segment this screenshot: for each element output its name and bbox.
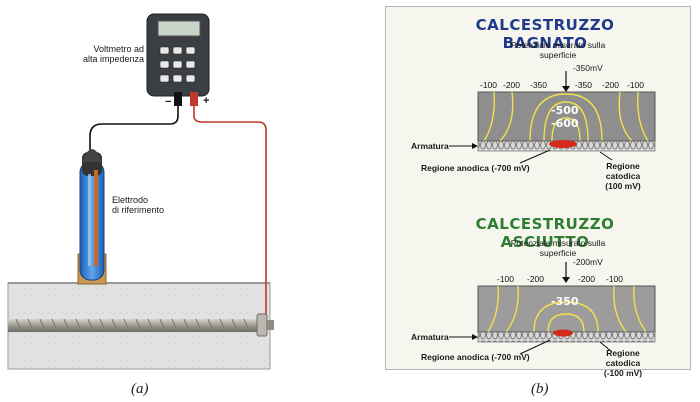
- wires: [89, 104, 267, 314]
- wet-anodic-label: Regione anodica (-700 mV): [421, 163, 530, 173]
- minus-sign: −: [165, 96, 172, 108]
- wet-inner-value-2: -600: [551, 117, 579, 130]
- wet-concrete-block: [449, 71, 656, 164]
- wet-tick-2: -200: [503, 80, 521, 90]
- wet-surface-value: -350mV: [573, 63, 603, 73]
- rebar-bar: [8, 313, 274, 337]
- wet-surface-label: Potenziale misurato sulla superficie: [510, 40, 606, 60]
- dry-tick-4: -100: [606, 274, 624, 284]
- wet-tick-6: -100: [627, 80, 645, 90]
- caption-a: (a): [131, 381, 149, 397]
- dry-title: CALCESTRUZZO ASCIUTTO: [475, 215, 615, 251]
- wet-cathodic-label: Regione catodica (100 mV): [605, 161, 641, 191]
- dry-cathodic-label: Regione catodica (-100 mV): [603, 348, 643, 378]
- wet-tick-5: -200: [602, 80, 620, 90]
- wet-tick-3: -350: [530, 80, 548, 90]
- dry-tick-3: -200: [578, 274, 596, 284]
- voltmeter-label: Voltmetro ad alta impedenza: [82, 44, 144, 64]
- dry-concrete-block: [449, 262, 656, 355]
- dry-rebar-label: Armatura: [411, 332, 449, 342]
- dry-surface-label: Potenziale misurato sulla superficie: [510, 238, 606, 258]
- dry-inner-value-1: -350: [551, 295, 579, 308]
- electrode-label: Elettrodo di riferimento: [112, 195, 165, 215]
- voltmeter: [146, 13, 210, 106]
- wet-tick-1: -100: [480, 80, 498, 90]
- dry-surface-value: -200mV: [573, 257, 603, 267]
- wet-rebar-label: Armatura: [411, 141, 449, 151]
- wet-inner-value-1: -500: [551, 104, 579, 117]
- wet-tick-4: -350: [575, 80, 593, 90]
- wet-title: CALCESTRUZZO BAGNATO: [475, 16, 615, 52]
- dry-tick-2: -200: [527, 274, 545, 284]
- dry-anodic-label: Regione anodica (-700 mV): [421, 352, 530, 362]
- plus-sign: +: [203, 95, 210, 107]
- caption-b: (b): [531, 381, 549, 397]
- dry-tick-1: -100: [497, 274, 515, 284]
- reference-electrode: [77, 149, 107, 285]
